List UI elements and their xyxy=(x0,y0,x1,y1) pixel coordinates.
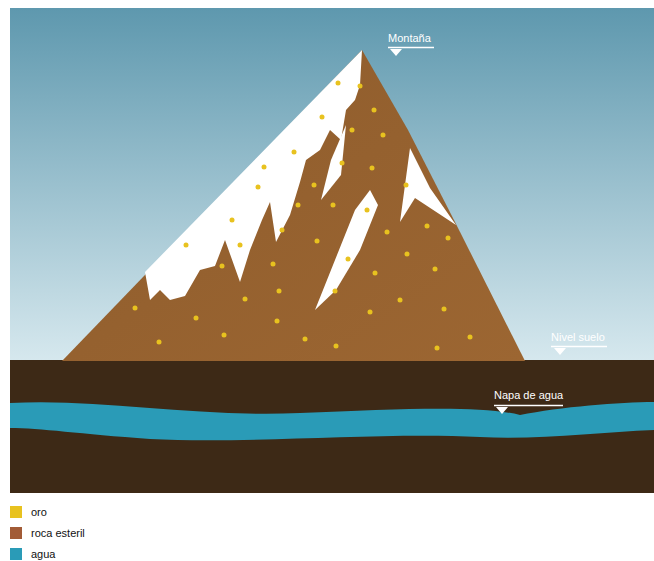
mountain-label: Montaña xyxy=(388,32,431,45)
sky xyxy=(10,8,654,361)
snow xyxy=(145,50,456,310)
ground-level-label: Nivel suelo xyxy=(551,331,605,344)
mountain-rock xyxy=(62,50,525,361)
legend-text: agua xyxy=(31,547,55,561)
legend-text: roca esteril xyxy=(31,526,85,540)
water-table-label: Napa de agua xyxy=(494,389,563,402)
ground xyxy=(10,360,654,493)
legend-swatch xyxy=(10,506,22,518)
legend-swatch xyxy=(10,548,22,560)
legend-swatch xyxy=(10,527,22,539)
gold-dots xyxy=(133,81,473,351)
level-markers xyxy=(388,48,607,415)
legend-text: oro xyxy=(31,505,47,519)
water-table xyxy=(10,402,654,440)
